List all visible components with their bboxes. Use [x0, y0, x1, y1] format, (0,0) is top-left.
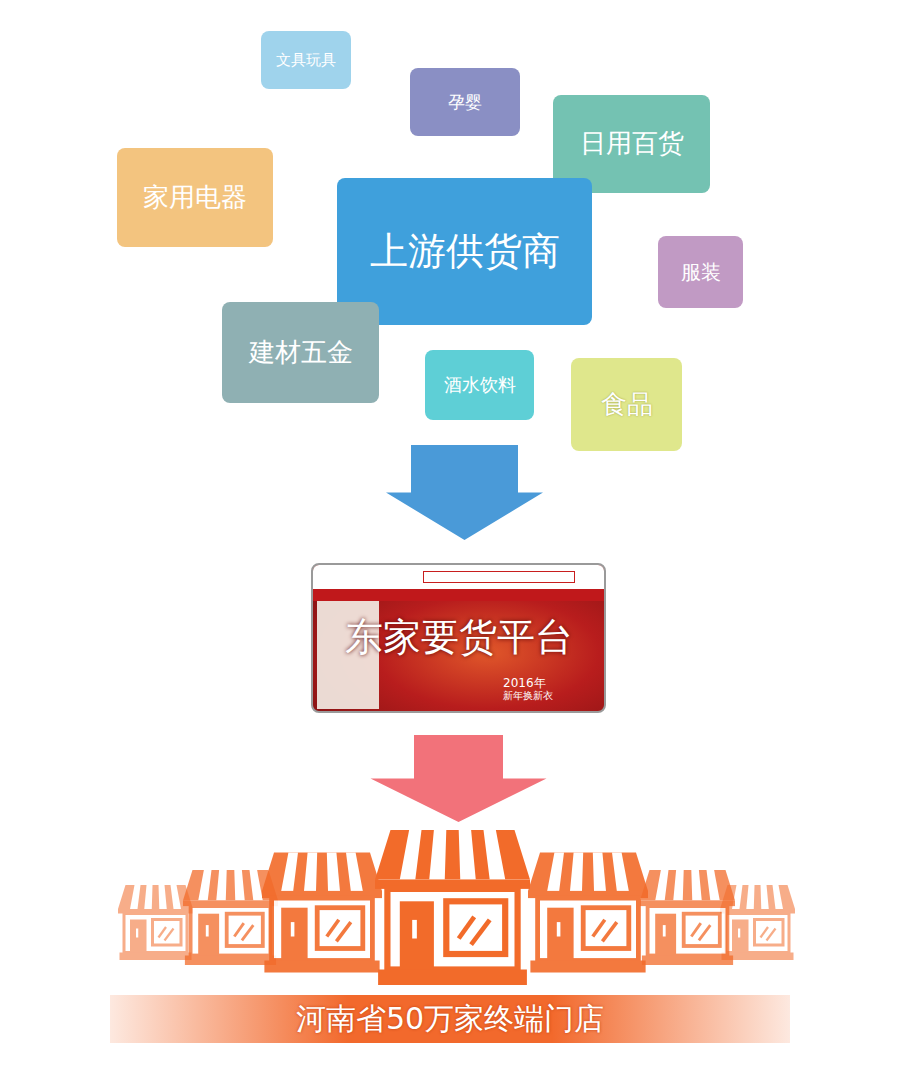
node-label: 东家要货平台: [345, 615, 573, 661]
node-label: 食品: [601, 389, 653, 420]
category-box: 家用电器: [117, 148, 273, 247]
platform-box: 东家要货平台 2016年新年换新衣: [311, 563, 606, 713]
store: [118, 885, 193, 960]
node-label: 上游供货商: [370, 229, 560, 275]
store: [375, 830, 530, 985]
flow-arrow: [371, 735, 547, 822]
nav-bar: [313, 589, 604, 601]
node-label: 家用电器: [143, 182, 247, 213]
node-label: 日用百货: [580, 128, 684, 159]
node-label: 河南省50万家终端门店: [296, 1001, 604, 1037]
category-box: 酒水饮料: [425, 350, 534, 420]
store: [262, 853, 382, 973]
site-header: [313, 565, 604, 589]
node-label: 服装: [681, 260, 721, 284]
screenshot-caption: 新年换新衣: [503, 689, 553, 703]
store: [183, 870, 278, 965]
node-label: 文具玩具: [276, 51, 336, 69]
category-box: 服装: [658, 236, 743, 308]
flow-arrow: [386, 445, 543, 540]
category-box: 文具玩具: [261, 31, 351, 89]
category-box: 食品: [571, 358, 682, 451]
screenshot-caption: 2016年: [503, 675, 546, 692]
store: [528, 853, 648, 973]
node-label: 孕婴: [448, 92, 482, 112]
category-box: 建材五金: [222, 302, 379, 403]
search-box: [423, 571, 575, 583]
node-label: 建材五金: [249, 337, 353, 368]
stores-band: 河南省50万家终端门店: [110, 995, 790, 1043]
store: [640, 870, 735, 965]
node-label: 酒水饮料: [444, 374, 516, 396]
category-box: 孕婴: [410, 68, 520, 136]
